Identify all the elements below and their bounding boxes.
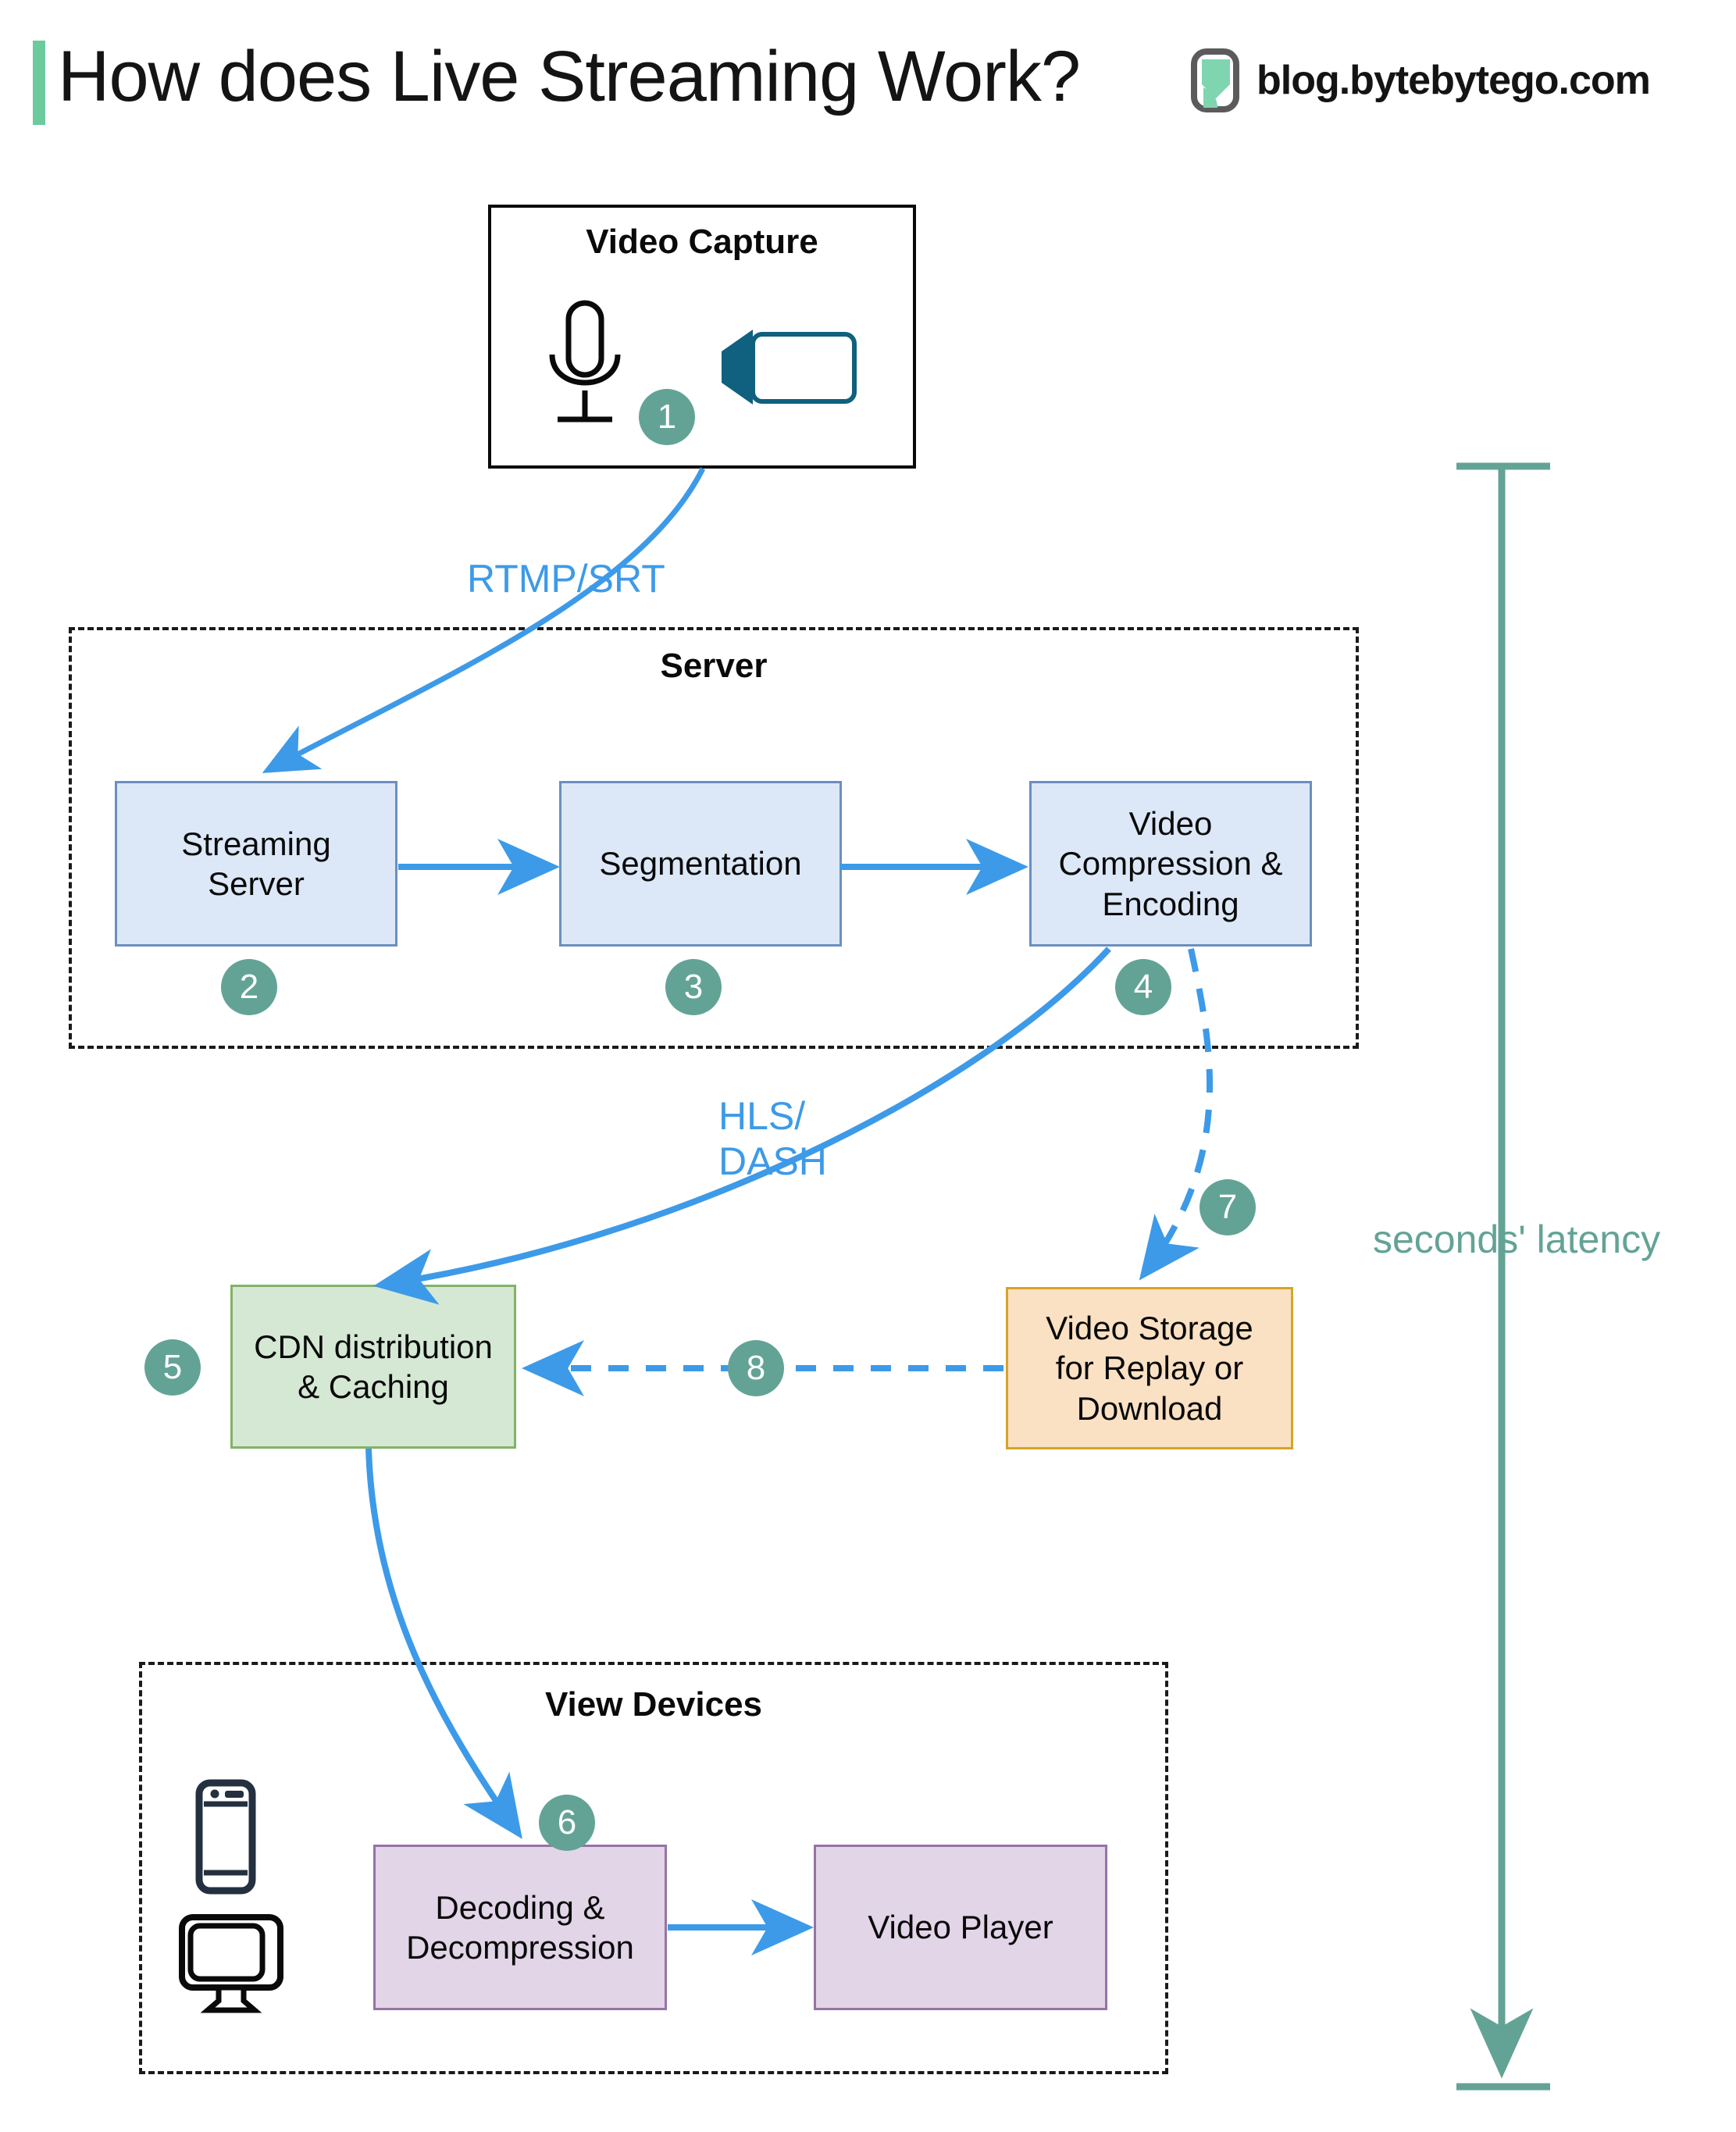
edge-label-rtmp-srt: RTMP/SRT — [467, 557, 665, 601]
brand-url: blog.bytebytego.com — [1257, 58, 1651, 103]
node-streaming-server-label: Streaming Server — [181, 825, 331, 902]
node-video-player-label: Video Player — [868, 1909, 1053, 1946]
node-video-storage-label: Video Storage for Replay or Download — [1046, 1310, 1253, 1427]
page-title: How does Live Streaming Work? — [58, 37, 1081, 116]
step-badge-6: 6 — [539, 1795, 595, 1851]
step-badge-5: 5 — [144, 1339, 201, 1396]
latency-annotation-label: seconds' latency — [1373, 1218, 1661, 1261]
group-view-devices — [139, 1662, 1168, 2074]
desktop-monitor-icon — [178, 1913, 284, 2022]
node-cdn-distribution-label: CDN distribution & Caching — [254, 1328, 493, 1405]
node-video-storage[interactable]: Video Storage for Replay or Download — [1006, 1287, 1293, 1449]
edge-label-hls-dash: HLS/ DASH — [718, 1094, 827, 1183]
group-server-label: Server — [660, 647, 768, 685]
node-cdn-distribution[interactable]: CDN distribution & Caching — [230, 1285, 516, 1449]
step-badge-1: 1 — [639, 389, 695, 445]
node-segmentation-label: Segmentation — [599, 845, 802, 882]
node-streaming-server[interactable]: Streaming Server — [115, 781, 397, 947]
group-view-devices-label: View Devices — [544, 1685, 763, 1724]
node-segmentation[interactable]: Segmentation — [559, 781, 842, 947]
node-video-compression-label: Video Compression & Encoding — [1058, 805, 1283, 922]
step-badge-8: 8 — [728, 1340, 784, 1396]
bytebytego-logo-icon — [1191, 48, 1249, 112]
step-badge-2: 2 — [221, 959, 277, 1015]
step-badge-3: 3 — [665, 959, 722, 1015]
step-badge-4: 4 — [1115, 959, 1171, 1015]
title-accent-bar — [33, 41, 45, 125]
node-video-player[interactable]: Video Player — [814, 1845, 1107, 2010]
page-header: How does Live Streaming Work? blog.byteb… — [0, 0, 1736, 148]
microphone-icon — [539, 298, 631, 433]
step-badge-7: 7 — [1200, 1179, 1256, 1235]
smartphone-icon — [195, 1779, 256, 1898]
brand-block: blog.bytebytego.com — [1191, 48, 1651, 112]
node-decoding-label: Decoding & Decompression — [406, 1888, 634, 1966]
group-video-capture-label: Video Capture — [586, 223, 818, 261]
node-video-compression[interactable]: Video Compression & Encoding — [1029, 781, 1312, 947]
node-decoding[interactable]: Decoding & Decompression — [373, 1845, 667, 2010]
video-camera-icon — [718, 326, 859, 415]
